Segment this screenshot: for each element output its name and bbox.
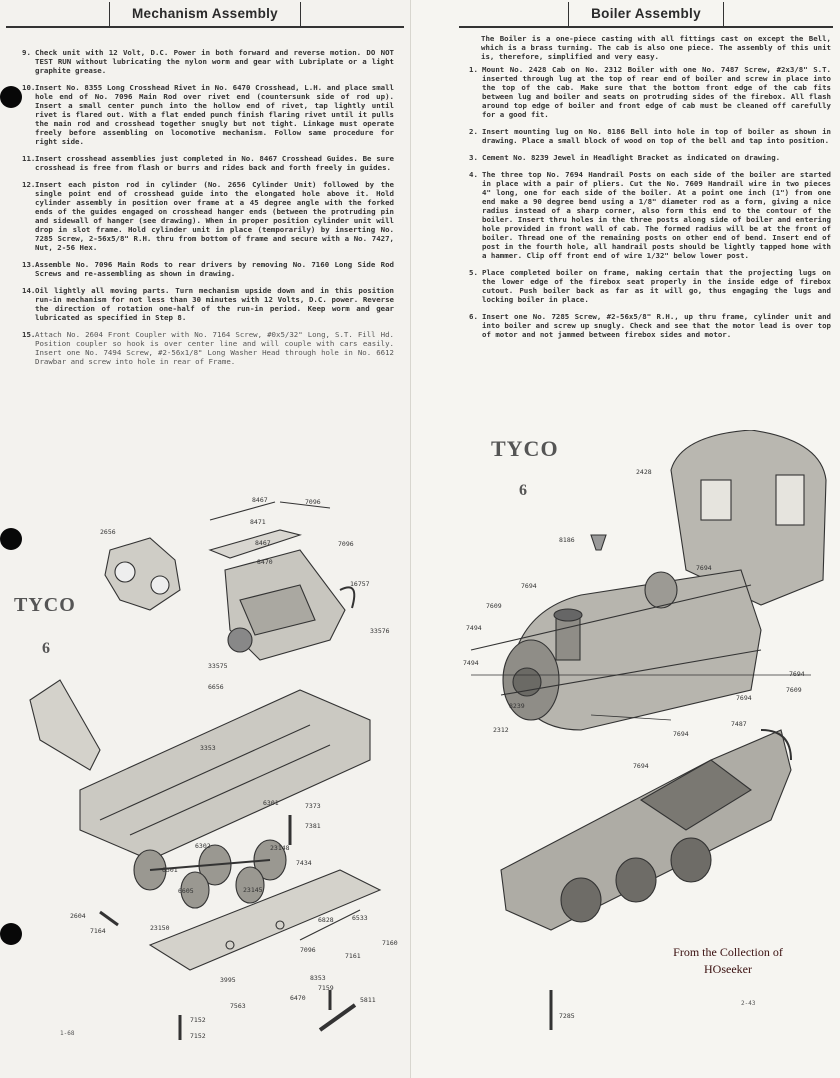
tyco-logo-left: TYCO [14,594,76,616]
part-label: 8467 [255,539,271,547]
part-label: 7494 [463,659,479,667]
left-part-labels: 8467 7096 8471 2656 8467 7096 8470 16757 33576 33… [70,496,398,1040]
part-label: 16757 [350,580,370,588]
part-label: 7159 [318,984,334,992]
binder-hole-3 [0,923,22,945]
part-label: 2604 [70,912,86,920]
part-label: 8239 [509,702,525,710]
part-label: 7096 [305,498,321,506]
part-label: 7096 [300,946,316,954]
part-label: 2312 [493,726,509,734]
part-label: 7563 [230,1002,246,1010]
credit-line-2: HOseeker [704,962,752,976]
part-label: 7096 [338,540,354,548]
part-label: 7694 [521,582,537,590]
part-label: 7694 [789,670,805,678]
step-11: 11.Insert crosshead assemblies just comp… [22,154,394,172]
part-label: 7160 [382,939,398,947]
model-badge-left: 6 [42,640,50,657]
part-label: 7694 [633,762,649,770]
part-label: 7161 [345,952,361,960]
part-label: 33576 [370,627,390,635]
boiler-step-2: 2.Insert mounting lug on No. 8186 Bell i… [469,127,831,145]
binder-hole-1 [0,86,22,108]
part-label: 8353 [310,974,326,982]
model-badge-right: 6 [519,482,527,499]
part-label: 8186 [559,536,575,544]
part-label: 8467 [252,496,268,504]
part-label: 8471 [250,518,266,526]
left-page-title: Mechanism Assembly [109,2,301,26]
part-label: 6470 [290,994,306,1002]
right-part-labels: 2428 8186 7694 7694 7609 7494 7494 8239 2312 7694… [463,468,805,1020]
part-label: 5811 [360,996,376,1004]
part-label: 3995 [220,976,236,984]
part-label: 6605 [178,887,194,895]
part-label: 8470 [257,558,273,566]
part-label: 7164 [90,927,106,935]
part-label: 2656 [100,528,116,536]
part-label: 7694 [696,564,712,572]
boiler-step-3: 3.Cement No. 8239 Jewel in Headlight Bra… [469,153,781,162]
left-page: Mechanism Assembly 9.Check unit with 12 … [0,0,410,1078]
tyco-logo-right: TYCO [491,436,559,461]
boiler-intro: The Boiler is a one-piece casting with a… [481,34,831,61]
part-label: 23145 [243,886,263,894]
part-label: 7434 [296,859,312,867]
step-10: 10.Insert No. 8355 Long Crosshead Rivet … [22,83,394,146]
part-label: 6533 [352,914,368,922]
part-label: 7609 [786,686,802,694]
step-9: 9.Check unit with 12 Volt, D.C. Power in… [22,48,394,75]
left-page-number: 1-68 [60,1030,75,1037]
right-page-title: Boiler Assembly [568,2,724,26]
part-label: 7609 [486,602,502,610]
part-label: 6301 [162,866,178,874]
part-label: 23150 [150,924,170,932]
right-page-number: 2-43 [741,1000,756,1007]
boiler-step-1: 1.Mount No. 2428 Cab on No. 2312 Boiler … [469,65,831,119]
part-label: 7494 [466,624,482,632]
part-label: 6302 [195,842,211,850]
left-page-header: Mechanism Assembly [6,2,404,28]
right-page-header: Boiler Assembly [459,2,833,28]
step-14: 14.Oil lightly all moving parts. Turn me… [22,286,394,322]
step-15: 15.Attach No. 2604 Front Coupler with No… [22,330,394,366]
part-label: 7694 [736,694,752,702]
part-label: 7694 [673,730,689,738]
part-label: 7487 [731,720,747,728]
step-12: 12.Insert each piston rod in cylinder (N… [22,180,394,252]
part-label: 23148 [270,844,290,852]
boiler-step-5: 5.Place completed boiler on frame, makin… [469,268,831,304]
part-label: 7285 [559,1012,575,1020]
part-label: 3353 [200,744,216,752]
mechanism-exploded-drawing: 8467 7096 8471 2656 8467 7096 8470 16757 33576 33… [29,496,398,1040]
right-steps: The Boiler is a one-piece casting with a… [469,34,831,347]
part-label: 7373 [305,802,321,810]
part-label: 6828 [318,916,334,924]
binder-hole-2 [0,528,22,550]
part-label: 6301 [263,799,279,807]
part-label: 7152 [190,1016,206,1024]
left-steps: 9.Check unit with 12 Volt, D.C. Power in… [22,48,394,374]
boiler-exploded-drawing: 2428 8186 7694 7694 7609 7494 7494 8239 2312 7694… [463,430,827,1030]
part-label: 6656 [208,683,224,691]
part-label: 7152 [190,1032,206,1040]
credit-line-1: From the Collection of [673,945,783,959]
boiler-step-6: 6.Insert one No. 7285 Screw, #2-56x5/8" … [469,312,831,339]
right-page: Boiler Assembly The Boiler is a one-piec… [410,0,840,1078]
collection-credit: From the Collection of HOseeker [653,944,803,978]
part-label: 33575 [208,662,228,670]
boiler-step-4: 4.The three top No. 7694 Handrail Posts … [469,170,831,260]
part-label: 7381 [305,822,321,830]
step-13: 13.Assemble No. 7096 Main Rods to rear d… [22,260,394,278]
part-label: 2428 [636,468,652,476]
